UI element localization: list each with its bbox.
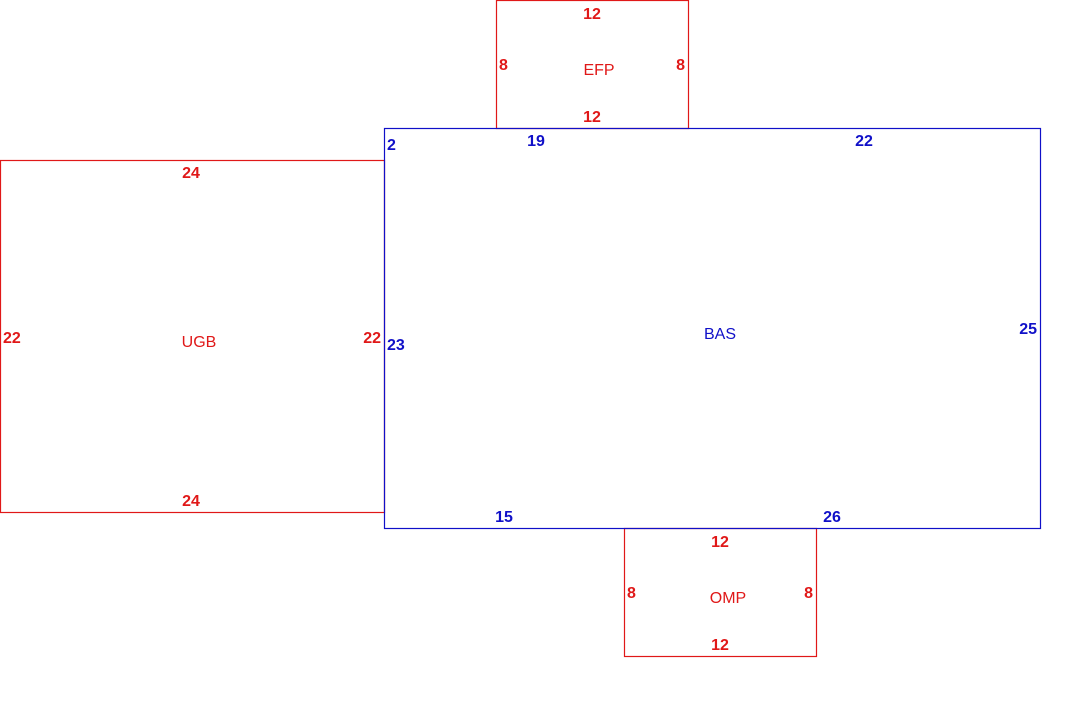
bas-outline [383, 127, 1042, 530]
bas-dim-bottom-a: 15 [495, 509, 513, 526]
area-omp: OMP 12 12 8 8 [623, 527, 818, 658]
ugb-dim-left: 22 [3, 330, 21, 347]
bas-dim-top-a: 19 [527, 133, 545, 150]
omp-label: OMP [710, 590, 746, 607]
ugb-dim-top: 24 [182, 165, 200, 182]
omp-dim-right: 8 [804, 585, 813, 602]
bas-label: BAS [704, 326, 736, 343]
ugb-dim-bottom: 24 [182, 493, 200, 510]
ugb-dim-right: 22 [363, 330, 381, 347]
omp-dim-top: 12 [711, 534, 729, 551]
bas-dim-right: 25 [1019, 321, 1037, 338]
efp-dim-bottom: 12 [583, 109, 601, 126]
bas-dim-left: 23 [387, 337, 405, 354]
efp-dim-top: 12 [583, 6, 601, 23]
efp-dim-right: 8 [676, 57, 685, 74]
area-ugb: UGB 24 24 22 22 [0, 159, 386, 514]
bas-dim-bottom-b: 26 [823, 509, 841, 526]
ugb-label: UGB [182, 334, 217, 351]
bas-dim-top-left-short: 2 [387, 137, 396, 154]
efp-dim-left: 8 [499, 57, 508, 74]
area-efp: EFP 12 12 8 8 [495, 0, 690, 130]
omp-dim-bottom: 12 [711, 637, 729, 654]
bas-dim-top-b: 22 [855, 133, 873, 150]
efp-label: EFP [583, 62, 614, 79]
omp-dim-left: 8 [627, 585, 636, 602]
area-bas: BAS 2 19 22 23 25 15 26 [383, 127, 1042, 530]
